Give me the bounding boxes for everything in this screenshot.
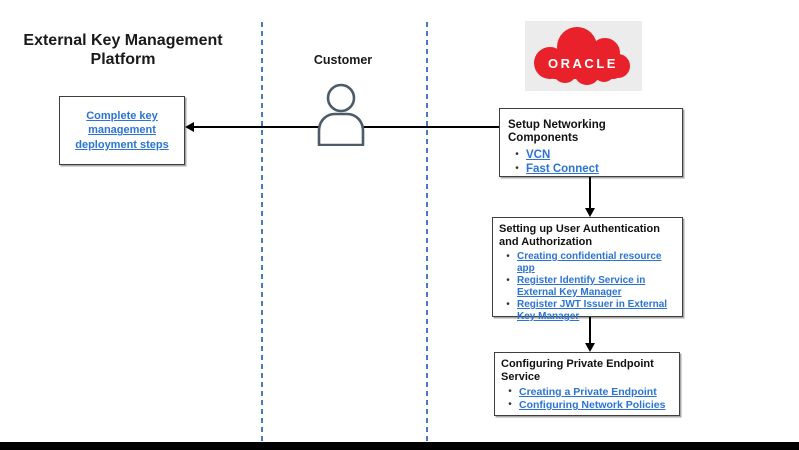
fast-connect-link[interactable]: Fast Connect: [526, 163, 599, 175]
bullet-icon: •: [506, 299, 510, 310]
customer-person-icon: [315, 83, 367, 151]
oracle-logo-text: ORACLE: [548, 56, 618, 71]
list-item: • Fast Connect: [508, 162, 674, 176]
swimlane-divider-left: [261, 22, 263, 442]
arrowhead-down-icon: [585, 343, 595, 352]
bullet-icon: •: [515, 163, 519, 174]
configuring-network-policies-link[interactable]: Configuring Network Policies: [519, 399, 666, 411]
register-jwt-issuer-link[interactable]: Register JWT Issuer in External Key Mana…: [517, 299, 668, 322]
list-item: • Creating confidential resource app: [499, 251, 676, 275]
arrow-networking-to-auth: [589, 177, 591, 208]
list-item: • Configuring Network Policies: [501, 399, 673, 412]
footer-bar: [0, 442, 799, 450]
bullet-icon: •: [515, 149, 519, 160]
page-title: External Key Management Platform: [23, 32, 223, 68]
bullet-icon: •: [506, 251, 510, 262]
arrow-auth-to-endpoint: [589, 317, 591, 343]
bullet-icon: •: [508, 399, 512, 410]
oracle-cloud-logo: ORACLE: [525, 21, 642, 91]
list-item: • Creating a Private Endpoint: [501, 386, 673, 399]
swimlane-divider-right: [426, 22, 428, 442]
bullet-icon: •: [506, 275, 510, 286]
bullet-icon: •: [508, 386, 512, 397]
list-item: • VCN: [508, 148, 674, 162]
list-item: • Register Identify Service in External …: [499, 275, 676, 299]
creating-private-endpoint-link[interactable]: Creating a Private Endpoint: [519, 386, 657, 398]
box-title: Setting up User Authentication and Autho…: [499, 223, 660, 248]
list-item: • Register JWT Issuer in External Key Ma…: [499, 299, 676, 323]
complete-key-management-box: Complete key management deployment steps: [59, 96, 185, 165]
box-title: Configuring Private Endpoint Service: [501, 358, 654, 383]
flow-box-private-endpoint: Configuring Private Endpoint Service • C…: [494, 352, 680, 416]
vcn-link[interactable]: VCN: [526, 149, 551, 161]
customer-label: Customer: [313, 53, 373, 67]
confidential-resource-app-link[interactable]: Creating confidential resource app: [517, 251, 662, 274]
arrowhead-left-icon: [185, 122, 194, 132]
complete-key-management-link[interactable]: Complete key management deployment steps: [75, 109, 169, 151]
arrowhead-down-icon: [585, 208, 595, 217]
flow-box-setup-networking: Setup Networking Components • VCN • Fast…: [499, 108, 683, 177]
register-identify-service-link[interactable]: Register Identify Service in External Ke…: [517, 275, 646, 298]
flow-box-user-authentication: Setting up User Authentication and Autho…: [492, 217, 683, 322]
box-title: Setup Networking Components: [508, 119, 606, 144]
